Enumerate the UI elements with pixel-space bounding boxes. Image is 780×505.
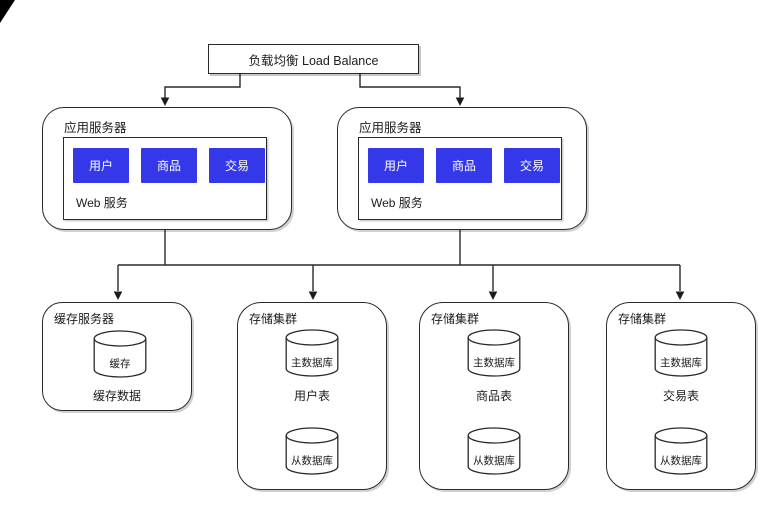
web-service-container: 用户 商品 交易 Web 服务 [358,137,562,220]
primary-db-label: 主数据库 [291,357,333,369]
replica-db-label: 从数据库 [473,455,515,467]
app-server-node-2: 应用服务器 用户 商品 交易 Web 服务 [337,107,587,230]
database-cylinder-icon [285,329,339,377]
replica-db-cylinder: 从数据库 [467,427,521,475]
cache-cylinder: 缓存 [93,330,147,378]
module-trade: 交易 [504,148,560,183]
load-balancer-node: 负载均衡 Load Balance [208,44,419,74]
storage-cluster-title: 存储集群 [618,312,667,326]
module-product: 商品 [141,148,197,183]
database-cylinder-icon [654,427,708,475]
primary-db-label: 主数据库 [473,357,515,369]
web-service-label: Web 服务 [371,196,423,210]
table-caption: 商品表 [475,389,512,403]
app-server-node-1: 应用服务器 用户 商品 交易 Web 服务 [42,107,292,230]
replica-db-cylinder: 从数据库 [654,427,708,475]
database-cylinder-icon [93,330,147,378]
web-service-label: Web 服务 [76,196,128,210]
cache-cylinder-label: 缓存 [109,358,131,370]
cache-server-node: 缓存服务器 缓存 缓存数据 [42,302,192,411]
module-label: 商品 [451,159,476,173]
app-server-title: 应用服务器 [64,121,127,135]
cache-caption: 缓存数据 [92,389,141,403]
primary-db-label: 主数据库 [660,357,702,369]
primary-db-cylinder: 主数据库 [654,329,708,377]
load-balancer-label: 负载均衡 Load Balance [248,53,379,68]
database-cylinder-icon [467,427,521,475]
database-cylinder-icon [467,329,521,377]
module-label: 用户 [88,159,113,173]
module-product: 商品 [436,148,492,183]
module-user: 用户 [73,148,129,183]
storage-cluster-title: 存储集群 [249,312,298,326]
web-service-container: 用户 商品 交易 Web 服务 [63,137,267,220]
module-user: 用户 [368,148,424,183]
cursor-artifact [0,0,15,23]
table-caption: 用户表 [293,389,330,403]
module-label: 用户 [383,159,408,173]
primary-db-cylinder: 主数据库 [285,329,339,377]
database-cylinder-icon [654,329,708,377]
storage-cluster-node-3: 存储集群 主数据库 交易表 从数据库 [606,302,756,490]
storage-cluster-node-2: 存储集群 主数据库 商品表 从数据库 [419,302,569,490]
module-trade: 交易 [209,148,265,183]
table-caption: 交易表 [662,389,699,403]
module-label: 交易 [519,159,544,173]
module-label: 商品 [156,159,181,173]
database-cylinder-icon [285,427,339,475]
primary-db-cylinder: 主数据库 [467,329,521,377]
app-server-title: 应用服务器 [359,121,422,135]
storage-cluster-title: 存储集群 [431,312,480,326]
replica-db-label: 从数据库 [660,455,702,467]
replica-db-cylinder: 从数据库 [285,427,339,475]
storage-cluster-node-1: 存储集群 主数据库 用户表 从数据库 [237,302,387,490]
replica-db-label: 从数据库 [291,455,333,467]
cache-server-title: 缓存服务器 [54,312,115,326]
module-label: 交易 [224,159,249,173]
